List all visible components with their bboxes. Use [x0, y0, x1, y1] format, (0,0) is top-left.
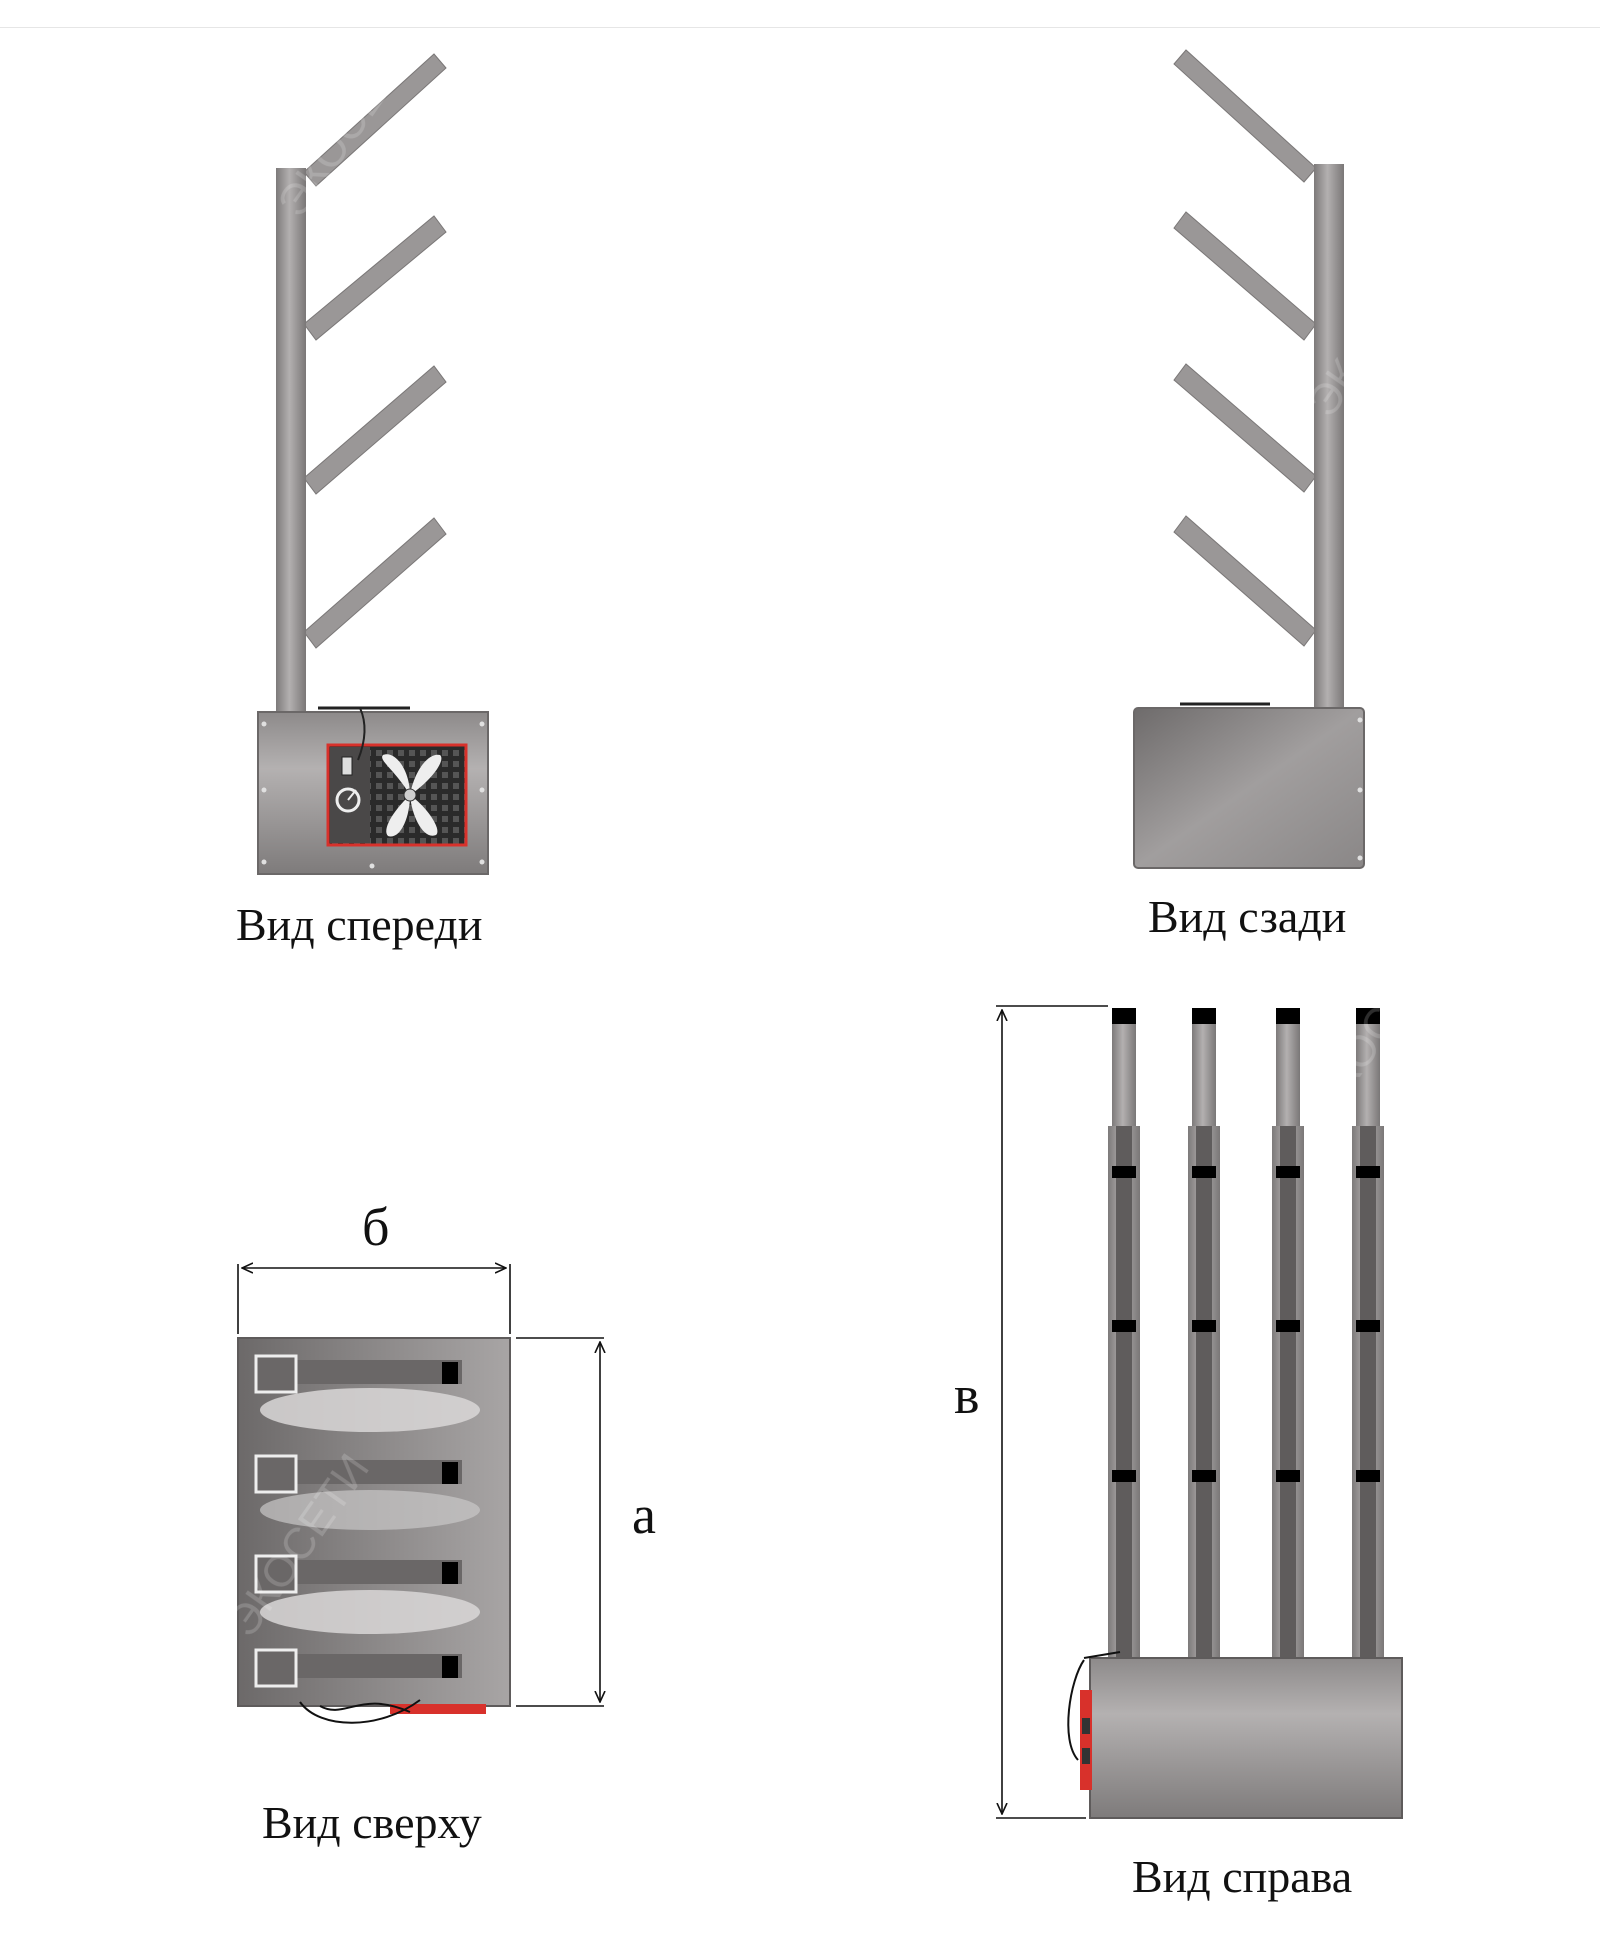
- top-rails: [254, 1354, 480, 1688]
- dimension-width: [237, 1264, 511, 1334]
- top-view-caption: Вид сверху: [262, 1797, 482, 1848]
- dimension-depth: [516, 1337, 604, 1707]
- top-view: [237, 1264, 604, 1724]
- dimension-height-label: в: [954, 1365, 980, 1425]
- back-arms: [1173, 49, 1317, 647]
- back-view-caption: Вид сзади: [1148, 891, 1347, 942]
- back-housing: [1133, 707, 1365, 869]
- back-view: [1133, 49, 1365, 869]
- back-screws: [1357, 717, 1363, 861]
- top-red-panel: [390, 1704, 486, 1714]
- front-arms: [303, 53, 447, 649]
- dimension-height: [996, 1005, 1108, 1819]
- top-divider: [0, 27, 1600, 28]
- knob-icon: [335, 787, 361, 813]
- front-screws: [261, 721, 485, 869]
- dimension-width-label: б: [362, 1197, 390, 1257]
- back-post: [1314, 164, 1344, 712]
- front-post: [276, 168, 306, 716]
- fan-icon: [382, 754, 442, 837]
- right-posts: [1108, 1008, 1384, 1662]
- front-view: [257, 53, 489, 875]
- right-cable: [1067, 1651, 1121, 1761]
- switch-icon: [341, 756, 353, 776]
- front-view-caption: Вид спереди: [236, 899, 483, 950]
- top-cable: [299, 1699, 421, 1724]
- right-view: [996, 1005, 1403, 1819]
- watermark-text: ЭКОСЕТИ: [268, 25, 429, 226]
- right-red-panel: [1080, 1690, 1092, 1790]
- dimension-depth-label: а: [632, 1485, 656, 1545]
- right-view-caption: Вид справа: [1132, 1851, 1353, 1902]
- right-housing: [1089, 1657, 1403, 1819]
